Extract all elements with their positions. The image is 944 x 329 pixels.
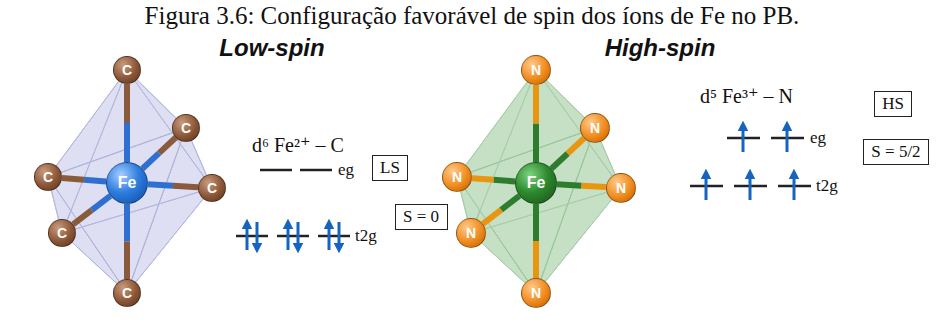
bond-half [568,138,584,153]
bond-half [142,153,159,169]
orbital-label: t2g [355,226,377,246]
chemical-bond [551,138,584,168]
bond-half [173,186,198,187]
spin-state-heading: Low-spin [219,34,324,62]
octahedron-hs [457,70,621,293]
bond-half [159,138,176,154]
atom-symbol: N [452,169,462,185]
nitrogen-atom: N [521,278,551,308]
iron-atom: Fe [106,162,148,204]
figure-title: Figura 3.6: Configuração favorável de sp… [0,2,944,30]
octahedron-ls [48,70,212,293]
carbon-atom: C [113,56,141,84]
bond-half [533,124,539,163]
bond-half [73,210,92,224]
bond-half [533,241,539,278]
spin-state-box: HS [874,91,912,117]
nitrogen-atom: N [442,162,472,192]
bond-half [84,180,106,182]
chemical-bond [472,178,515,181]
chemical-bond [73,196,110,225]
bond-half [557,184,582,185]
atom-symbol: N [590,120,600,136]
atom-symbol: N [466,225,476,241]
spin-state-heading: High-spin [605,34,716,62]
bond-half [483,210,501,224]
atom-symbol: N [531,285,541,301]
atom-symbol: N [531,62,541,78]
atom-symbol: C [43,169,53,185]
chemical-bond [142,138,175,169]
orbital-label: eg [810,128,826,148]
orbital-label: t2g [816,176,838,196]
atom-symbol: N [616,180,626,196]
spin-state-box: S = 5/2 [863,139,929,165]
spin-value: HS [882,94,904,114]
ion-configuration: d⁵ Fe³⁺ – N [700,84,793,108]
chemical-bond [127,204,128,279]
iron-atom: Fe [515,162,557,204]
atom-symbol: C [207,180,217,196]
bond-half [581,186,606,187]
orbital-label: eg [338,160,354,180]
spin-value: S = 0 [403,207,439,227]
carbon-atom: C [34,163,62,191]
carbon-atom: C [172,114,200,142]
chemical-bond [536,204,537,278]
bond-half [533,85,539,124]
carbon-atom: C [113,279,141,307]
nitrogen-atom: N [521,55,551,85]
carbon-atom: C [198,174,226,202]
carbon-atom: C [48,219,76,247]
bond-half [62,178,84,180]
chemical-bond [148,184,198,187]
chemical-bond [483,196,519,224]
atom-symbol: C [181,120,191,136]
ion-configuration: d⁶ Fe²⁺ – C [252,133,344,157]
bond-half [494,180,516,182]
bond-half [533,204,539,241]
spin-state-box: LS [372,155,408,181]
chemical-bond [557,184,606,187]
chemical-bond [62,178,106,181]
electron-arrows [247,126,794,250]
atom-symbol: C [57,225,67,241]
bond-half [124,242,130,280]
atom-symbol: C [122,62,132,78]
bond-half [551,153,567,168]
bond-half [124,204,130,242]
bond-half [92,196,111,210]
bond-half [148,184,173,185]
atom-symbol: Fe [527,174,546,192]
chemical-bond [127,84,128,162]
bond-half [124,123,130,162]
chemical-bond [536,85,537,162]
spin-value: LS [380,158,400,178]
bond-half [472,178,494,180]
spin-state-box: S = 0 [395,204,448,230]
spin-value: S = 5/2 [871,142,920,162]
nitrogen-atom: N [580,113,610,143]
atom-symbol: C [122,285,132,301]
nitrogen-atom: N [606,173,636,203]
bond-half [501,196,519,210]
bond-half [124,84,130,123]
nitrogen-atom: N [456,218,486,248]
atom-symbol: Fe [118,174,137,192]
